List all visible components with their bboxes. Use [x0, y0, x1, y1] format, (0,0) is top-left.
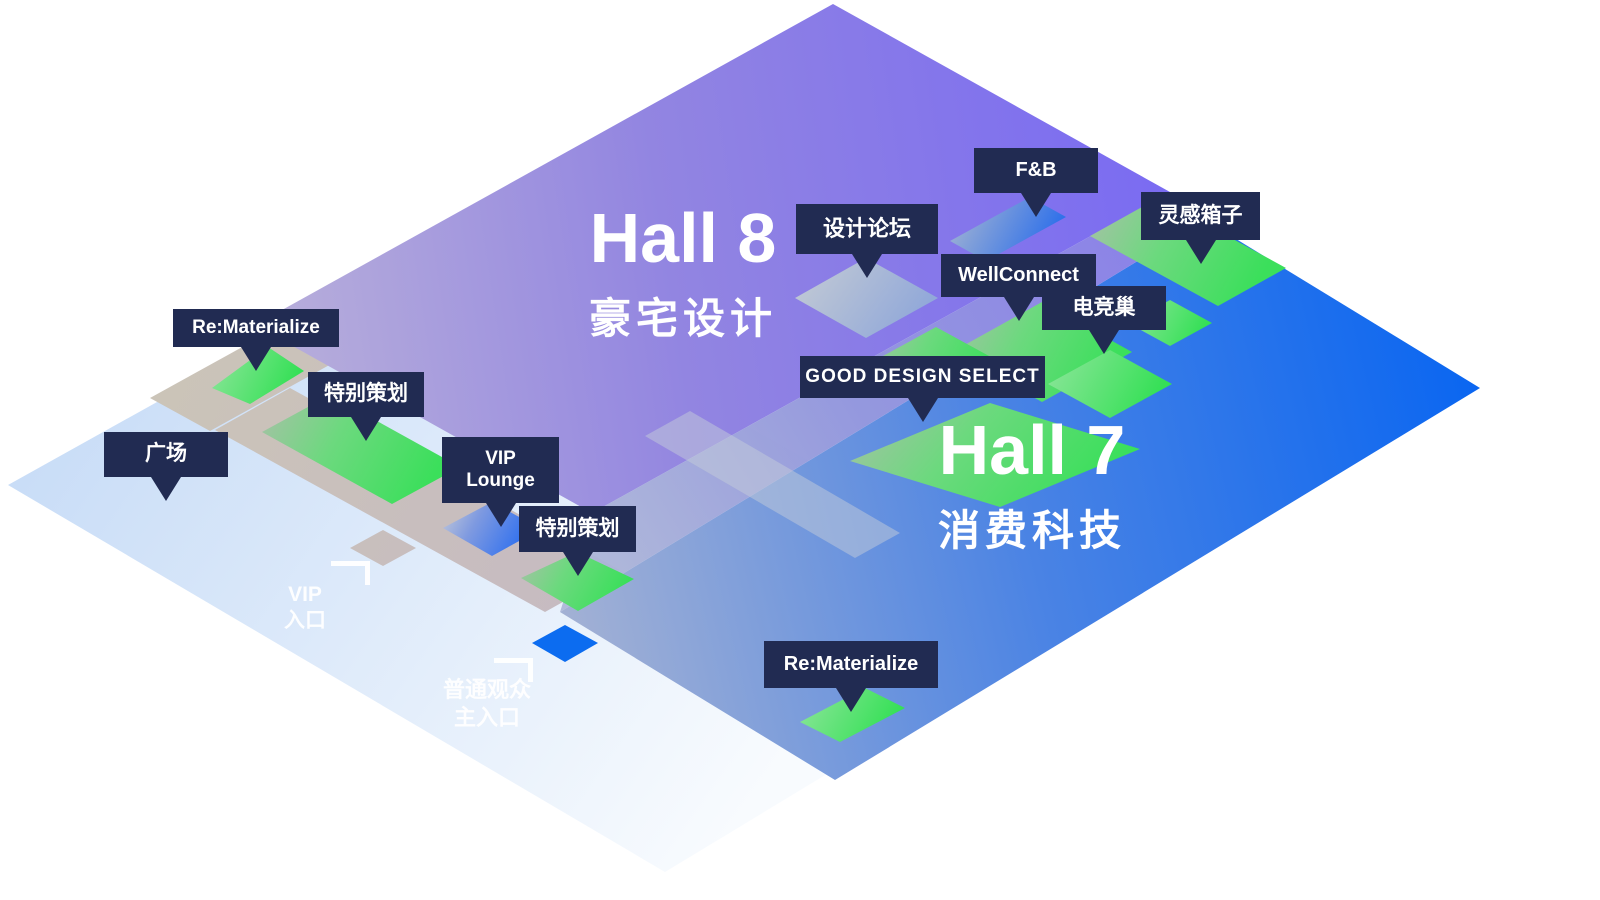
hall8-category: 豪宅设计: [588, 295, 777, 342]
hall8-floor: [255, 4, 1170, 513]
vip-entrance-label: VIP 入口: [267, 582, 343, 635]
vip-entrance-line1: VIP: [288, 583, 322, 606]
marker-rematerialize-hall8[interactable]: Re:Materialize: [173, 309, 339, 371]
hall7-pale-aisle: [645, 411, 900, 558]
marker-vip-lounge[interactable]: VIP Lounge: [442, 437, 559, 527]
marker-wellconnect[interactable]: WellConnect: [941, 254, 1096, 321]
marker-dianjingchao[interactable]: 电竞巢: [1042, 286, 1166, 354]
marker-sheji-luntan[interactable]: 设计论坛: [796, 204, 938, 278]
main-entrance-marker[interactable]: [532, 625, 598, 662]
aisle-tan-diamond: [350, 530, 416, 566]
booth-tebiecehua-1[interactable]: [262, 395, 460, 504]
hall8-title: Hall 8 豪宅设计: [507, 203, 859, 346]
booth-dianjingchao[interactable]: [1048, 350, 1172, 418]
booth-vip-lounge[interactable]: [443, 502, 541, 556]
marker-good-design-select[interactable]: GOOD DESIGN SELECT: [800, 356, 1045, 422]
main-entrance-corner-mark: [494, 658, 533, 682]
marker-rematerialize-hall7[interactable]: Re:Materialize: [764, 641, 938, 712]
marker-linggan-xiangzi[interactable]: 灵感箱子: [1141, 192, 1260, 264]
vip-entrance-corner-mark: [331, 561, 370, 585]
main-entrance-line1: 普通观众: [442, 677, 531, 702]
hall7-title: Hall 7 消费科技: [857, 415, 1207, 558]
main-entrance-line2: 主入口: [453, 704, 520, 730]
marker-fnb[interactable]: F&B: [974, 148, 1098, 217]
booth-good-design-select[interactable]: [850, 403, 1140, 507]
booth-rematerialize-hall7[interactable]: [800, 688, 905, 742]
marker-tebiecehua-2[interactable]: 特别策划: [519, 506, 636, 576]
hall7-floor: [560, 220, 1480, 780]
main-entrance-label: 普通观众 主入口: [407, 676, 567, 731]
marker-tebiecehua-1[interactable]: 特别策划: [308, 372, 424, 441]
hall8-name: Hall 8: [589, 199, 777, 277]
booth-tebiecehua-2[interactable]: [521, 552, 634, 611]
marker-guangchang[interactable]: 广场: [104, 432, 228, 501]
booth-sheji-luntan[interactable]: [795, 258, 938, 338]
vip-entrance-line2: 入口: [284, 609, 326, 633]
booth-rematerialize-hall8[interactable]: [212, 347, 304, 404]
hall7-category: 消费科技: [937, 507, 1126, 554]
hall7-name: Hall 7: [938, 411, 1126, 489]
